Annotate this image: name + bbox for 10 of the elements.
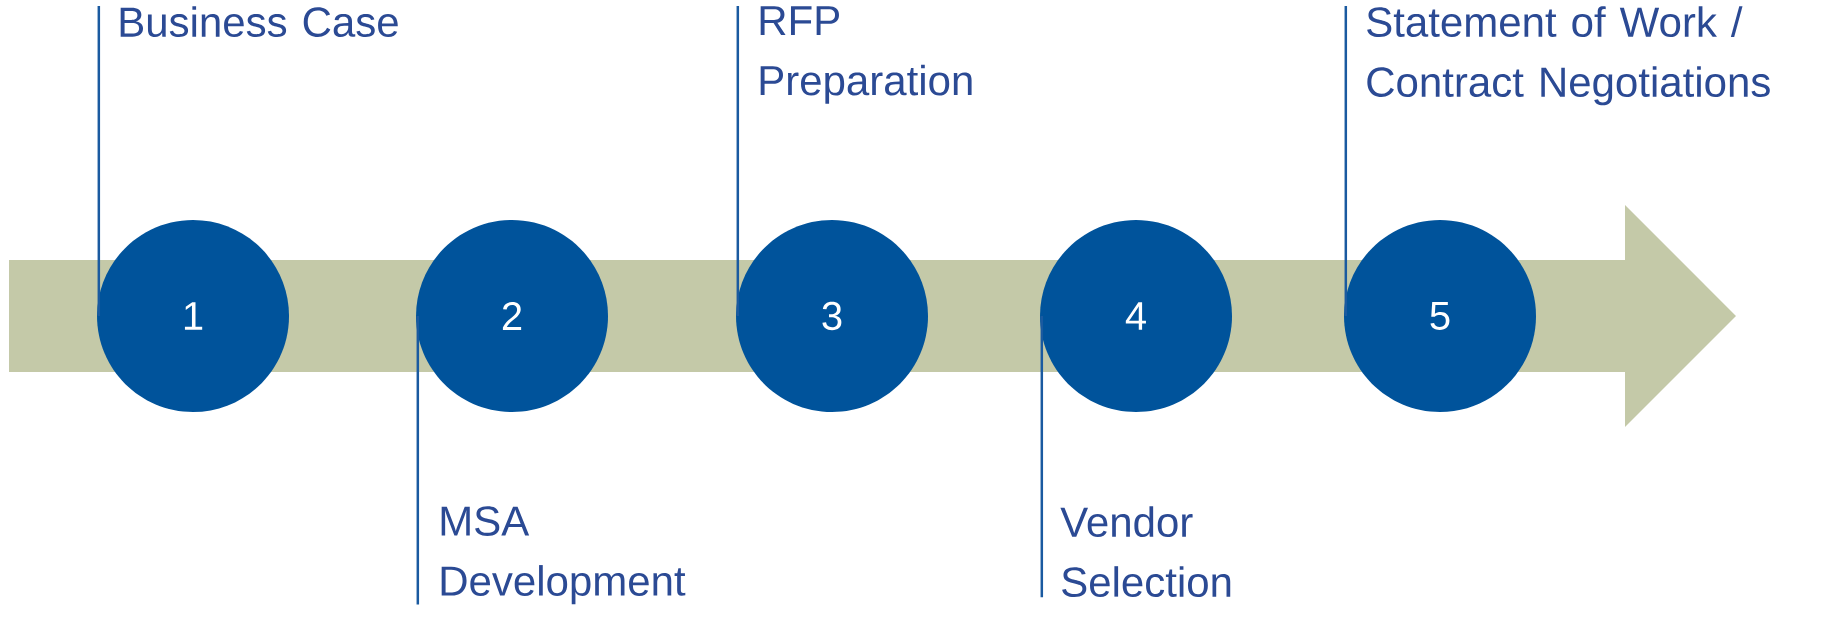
step-label: MSA Development [441, 506, 686, 605]
step-label: Business Case [120, 6, 398, 38]
leader-line [1040, 316, 1044, 598]
leader-line [97, 6, 101, 316]
leader-line [416, 316, 420, 605]
leader-line [736, 6, 740, 316]
step-label: Vendor Selection [1060, 506, 1231, 598]
step-label: RFP Preparation [760, 6, 972, 104]
step-label: Statement of Work / Contract Negotiations [1367, 6, 1770, 106]
leader-line [1344, 6, 1348, 316]
